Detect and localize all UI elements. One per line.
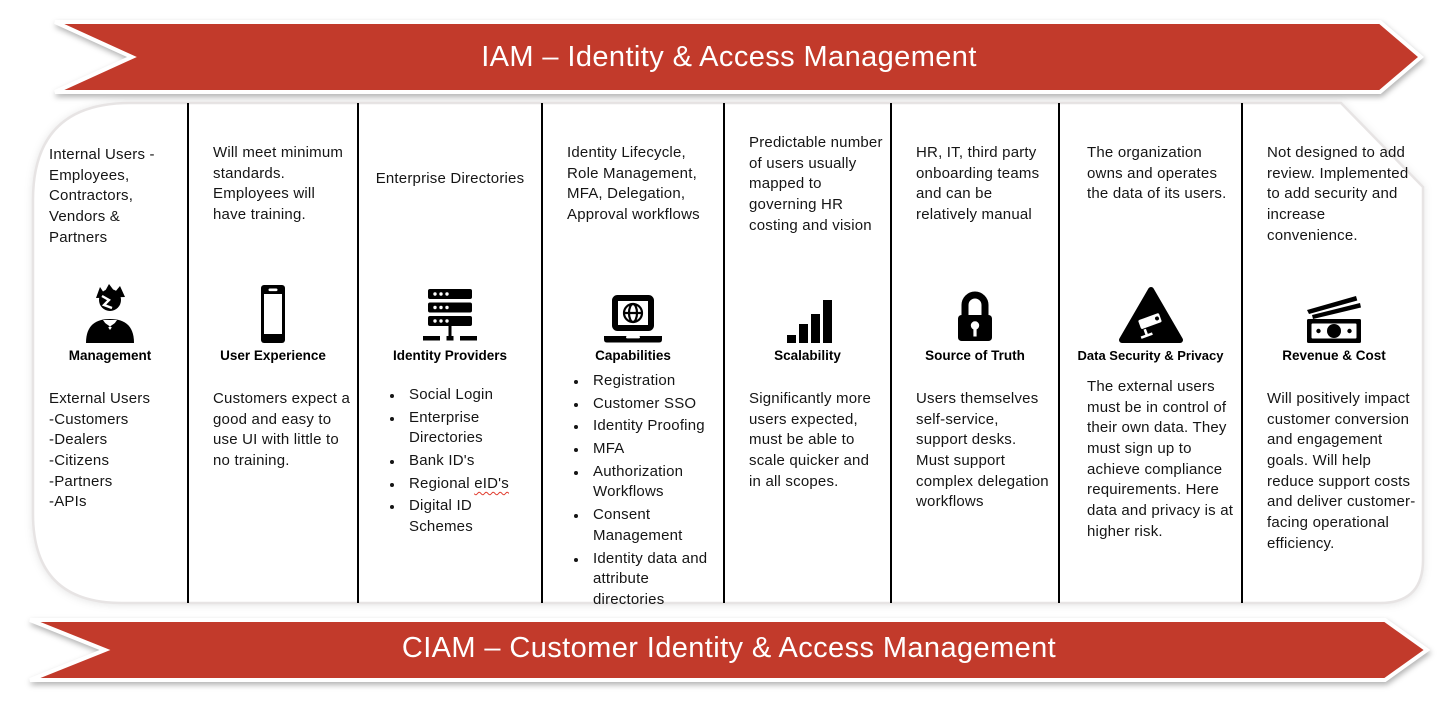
bar-chart-icon <box>783 297 833 345</box>
column-capabilities: Identity Lifecycle, Role Management, MFA… <box>541 103 723 608</box>
bullet-item: Customer SSO <box>588 394 717 415</box>
comparison-panel-outline <box>31 101 1425 605</box>
iam-cell-capabilities: Identity Lifecycle, Role Management, MFA… <box>567 144 700 224</box>
column-label: Capabilities <box>595 348 671 363</box>
column-scalability: Predictable number of users usually mapp… <box>723 103 890 603</box>
ciam-cell-capabilities: RegistrationCustomer SSOIdentity Proofin… <box>543 363 723 611</box>
iam-banner-title: IAM – Identity & Access Management <box>481 41 977 73</box>
icon-zone: Scalability <box>725 249 890 363</box>
padlock-icon <box>950 287 1000 345</box>
bullet-item: Social Login <box>404 385 535 406</box>
iam-banner-ribbon <box>54 20 1425 94</box>
column-identity-providers: Enterprise Directories <box>357 103 541 603</box>
ciam-cell-source-of-truth: Users themselves self-service, support d… <box>916 390 1049 511</box>
ciam-cell-management: External Users -Customers -Dealers -Citi… <box>49 390 151 511</box>
manager-icon <box>82 283 138 345</box>
column-data-security-privacy: The organization owns and operates the d… <box>1058 103 1241 603</box>
bullet-item: Authorization Workflows <box>588 462 717 503</box>
icon-zone: Management <box>33 249 187 363</box>
column-label: User Experience <box>220 348 326 363</box>
ciam-banner-ribbon <box>29 618 1431 682</box>
money-icon <box>1300 291 1368 345</box>
iam-cell-revenue-cost: Not designed to add review. Implemented … <box>1267 144 1409 244</box>
bullet-item: Identity Proofing <box>588 416 717 437</box>
column-label: Identity Providers <box>392 348 508 363</box>
iam-cell-management: Internal Users - Employees, Contractors,… <box>49 146 155 246</box>
column-label: Management <box>68 348 152 363</box>
iam-cell-source-of-truth: HR, IT, third party onboarding teams and… <box>916 144 1040 224</box>
bullet-item: Regional eID's <box>404 474 535 495</box>
icon-zone: Identity Providers <box>359 249 541 363</box>
bullet-item: Bank ID's <box>404 451 535 472</box>
iam-cell-user-experience: Will meet minimum standards. Employees w… <box>213 144 344 224</box>
ciam-banner-title: CIAM – Customer Identity & Access Manage… <box>401 632 1057 664</box>
iam-cell-data-security-privacy: The organization owns and operates the d… <box>1087 144 1227 203</box>
bullet-item: Consent Management <box>588 505 717 546</box>
cctv-warning-icon <box>1118 285 1184 345</box>
iam-cell-scalability: Predictable number of users usually mapp… <box>749 134 883 234</box>
bullet-item: Digital ID Schemes <box>404 496 535 537</box>
smartphone-icon <box>253 283 293 345</box>
column-management: Internal Users - Employees, Contractors,… <box>33 103 187 603</box>
column-label: Scalability <box>774 348 841 363</box>
ciam-cell-revenue-cost: Will positively impact customer conversi… <box>1267 390 1416 552</box>
icon-zone: Source of Truth <box>892 249 1058 363</box>
column-source-of-truth: HR, IT, third party onboarding teams and… <box>890 103 1058 603</box>
ciam-cell-identity-providers: Social LoginEnterprise DirectoriesBank I… <box>359 363 541 538</box>
identity-providers-bullet-list: Social LoginEnterprise DirectoriesBank I… <box>383 385 535 538</box>
column-label: Revenue & Cost <box>1282 348 1386 363</box>
column-label: Source of Truth <box>925 348 1025 363</box>
comparison-columns: Internal Users - Employees, Contractors,… <box>33 103 1425 608</box>
ciam-cell-scalability: Significantly more users expected, must … <box>749 390 871 490</box>
capabilities-bullet-list: RegistrationCustomer SSOIdentity Proofin… <box>567 371 717 611</box>
column-label: Data Security & Privacy <box>1077 348 1224 363</box>
iam-cell-identity-providers: Enterprise Directories <box>375 170 525 187</box>
bullet-item: Identity data and attribute directories <box>588 549 717 611</box>
bullet-item: Enterprise Directories <box>404 408 535 449</box>
bullet-item: Registration <box>588 371 717 392</box>
icon-zone: User Experience <box>189 249 357 363</box>
laptop-globe-icon <box>600 295 666 345</box>
ciam-cell-user-experience: Customers expect a good and easy to use … <box>213 390 350 470</box>
icon-zone: Capabilities <box>543 249 723 363</box>
ciam-cell-data-security-privacy: The external users must be in control of… <box>1087 378 1234 540</box>
bullet-item: MFA <box>588 439 717 460</box>
column-revenue-cost: Not designed to add review. Implemented … <box>1241 103 1425 603</box>
icon-zone: Data Security & Privacy <box>1060 249 1241 363</box>
column-user-experience: Will meet minimum standards. Employees w… <box>187 103 357 603</box>
server-stack-icon <box>419 287 481 345</box>
icon-zone: Revenue & Cost <box>1243 249 1425 363</box>
